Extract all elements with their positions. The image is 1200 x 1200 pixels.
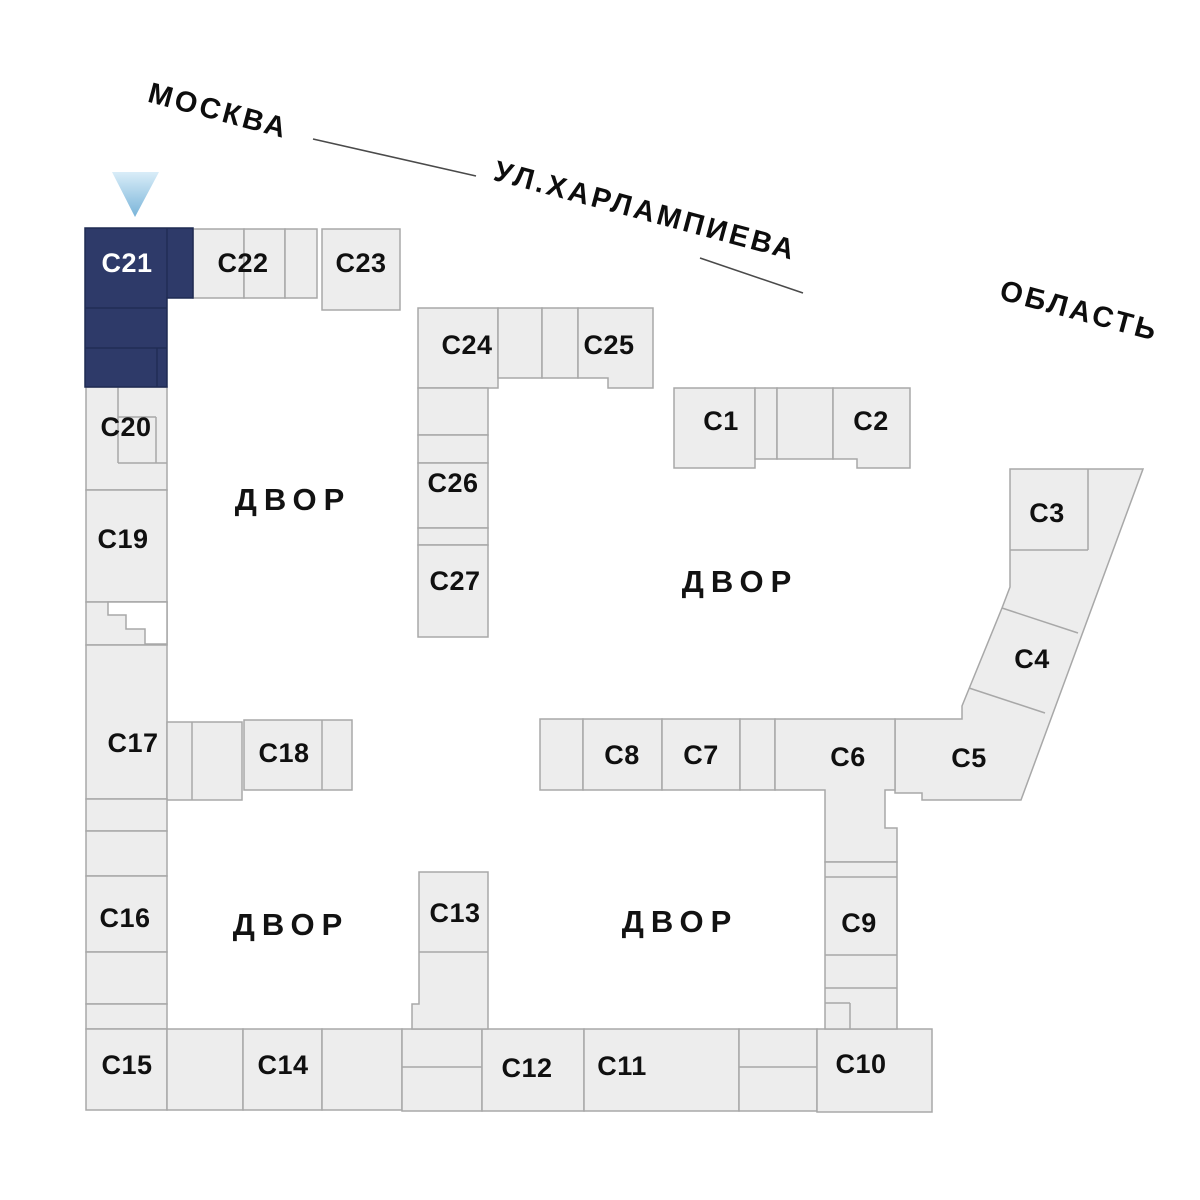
building-c24[interactable]	[417, 307, 499, 389]
building-c2[interactable]	[832, 387, 911, 469]
building-c27-label: С27	[429, 566, 480, 596]
building-c24-label: С24	[441, 330, 492, 360]
mid-row-section	[539, 718, 584, 791]
oblast-direction-label: ОБЛАСТЬ	[996, 275, 1162, 348]
building-c17-label: С17	[107, 728, 158, 758]
selected-building-marker-icon	[112, 172, 159, 217]
c1-row-section	[754, 387, 778, 460]
building-c7[interactable]	[661, 718, 741, 791]
left-slab-section	[85, 798, 168, 832]
street-name-label: УЛ.ХАРЛАМПИЕВА	[490, 155, 800, 267]
building-c22[interactable]	[192, 228, 318, 299]
courtyard-label-bottom-left: ДВОР	[233, 907, 350, 942]
courtyard-label-bottom-right: ДВОР	[622, 904, 739, 939]
bottom-band-section	[401, 1028, 483, 1112]
bottom-band-section	[321, 1028, 403, 1111]
building-c25-label: С25	[583, 330, 634, 360]
building-c21[interactable]	[84, 227, 194, 388]
building-labels: С21 С22 С23 С20 С19 С17 С18 С16 С15 С14 …	[97, 248, 1064, 1083]
courtyard-label-top-left: ДВОР	[235, 482, 352, 517]
building-c22-label: С22	[217, 248, 268, 278]
mid-row-section	[739, 718, 776, 791]
stairs-notch	[107, 601, 168, 645]
building-c14-label: С14	[257, 1050, 308, 1080]
building-c19-label: С19	[97, 524, 148, 554]
top-mid-section	[541, 307, 579, 379]
building-c18[interactable]	[243, 719, 353, 791]
building-c7-label: С7	[683, 740, 719, 770]
mid-column-section	[417, 434, 489, 464]
building-c10[interactable]	[816, 1028, 933, 1113]
building-c21-label: С21	[101, 248, 152, 278]
building-c15[interactable]	[85, 1028, 168, 1111]
bottom-band-section	[738, 1028, 818, 1112]
building-c23-label: С23	[335, 248, 386, 278]
building-c13[interactable]	[411, 871, 489, 1030]
building-wing-c3-c4-c5[interactable]	[894, 468, 1145, 801]
building-c16[interactable]	[85, 875, 168, 953]
building-c2-label: С2	[853, 406, 889, 436]
building-c23[interactable]	[321, 228, 401, 311]
mid-column-section	[417, 387, 489, 436]
left-slab-section	[85, 830, 168, 877]
building-c27[interactable]	[417, 544, 489, 638]
building-c11[interactable]	[583, 1028, 740, 1112]
building-c10-label: С10	[835, 1049, 886, 1079]
mid-column-section	[417, 527, 489, 546]
building-c17[interactable]	[85, 644, 243, 801]
courtyard-labels: ДВОР ДВОР ДВОР ДВОР	[233, 482, 799, 942]
building-c18-label: С18	[258, 738, 309, 768]
building-c6-label: С6	[830, 742, 866, 772]
left-slab-section	[85, 1003, 168, 1030]
c1-row-section	[776, 387, 834, 460]
building-c8[interactable]	[582, 718, 663, 791]
building-c25[interactable]	[577, 307, 654, 389]
building-c20[interactable]	[85, 386, 168, 491]
building-c9-label: С9	[841, 908, 877, 938]
building-c19[interactable]	[85, 489, 168, 603]
building-c5-label: С5	[951, 743, 987, 773]
building-c13-label: С13	[429, 898, 480, 928]
top-mid-section	[497, 307, 543, 379]
building-c12[interactable]	[481, 1028, 585, 1112]
courtyard-label-top-right: ДВОР	[682, 564, 799, 599]
building-c6[interactable]	[774, 718, 898, 863]
building-c16-label: С16	[99, 903, 150, 933]
building-c3-label: С3	[1029, 498, 1065, 528]
building-c15-label: С15	[101, 1050, 152, 1080]
building-c8-label: С8	[604, 740, 640, 770]
building-c14[interactable]	[242, 1028, 323, 1111]
building-c26-label: С26	[427, 468, 478, 498]
building-c1-label: С1	[703, 406, 739, 436]
building-stairs-section	[85, 601, 168, 646]
building-c11-label: С11	[597, 1051, 647, 1081]
building-c9[interactable]	[824, 861, 898, 1030]
building-c12-label: С12	[501, 1053, 552, 1083]
building-c20-label: С20	[100, 412, 151, 442]
street-line-right	[699, 257, 804, 294]
bottom-band-section	[166, 1028, 244, 1111]
building-c4-label: С4	[1014, 644, 1050, 674]
street-line-left	[312, 138, 477, 177]
buildings-layer	[85, 228, 1145, 1113]
moscow-direction-label: МОСКВА	[145, 77, 292, 145]
left-slab-section	[85, 951, 168, 1005]
